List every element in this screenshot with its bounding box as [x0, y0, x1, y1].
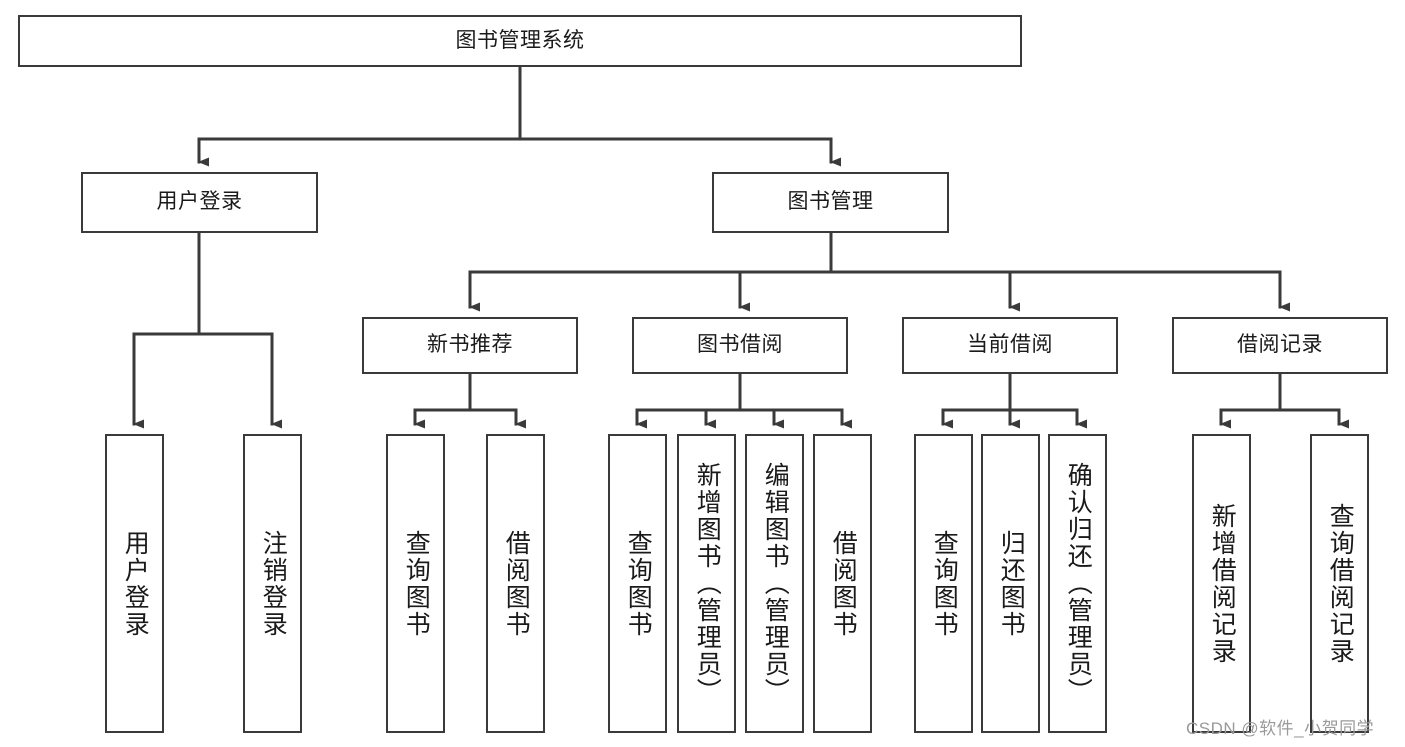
node-book-borrow[interactable]: 图书借阅: [632, 317, 848, 374]
leaf-query-book-recommend[interactable]: 查询图书: [386, 434, 445, 733]
leaf-logout-label: 注销登录: [259, 529, 288, 638]
leaf-query-book-recommend-label: 查询图书: [402, 529, 431, 638]
edge-group-current-borrow: [941, 372, 1087, 429]
leaf-add-borrow-record-label: 新增借阅记录: [1208, 502, 1237, 665]
node-current-borrow[interactable]: 当前借阅: [902, 317, 1118, 374]
leaf-user-login[interactable]: 用户登录: [105, 434, 164, 733]
leaf-logout[interactable]: 注销登录: [243, 434, 302, 733]
leaf-borrow-book-recommend-label: 借阅图书: [502, 529, 531, 638]
node-borrow-record[interactable]: 借阅记录: [1172, 317, 1388, 374]
leaf-confirm-return-admin-label: 确认归还（管理员）: [1064, 462, 1093, 705]
csdn-watermark: CSDN @软件_小贺同学: [1186, 719, 1375, 738]
edge-group-book-borrow: [635, 372, 852, 429]
node-book-borrow-label: 图书借阅: [697, 333, 783, 357]
node-new-book-recommend[interactable]: 新书推荐: [362, 317, 578, 374]
leaf-query-book-current[interactable]: 查询图书: [914, 434, 973, 733]
leaf-add-book-admin-label: 新增图书（管理员）: [693, 462, 722, 705]
edge-group-user-login: [132, 231, 282, 429]
edge-group-borrow-record: [1219, 372, 1349, 429]
leaf-user-login-label: 用户登录: [121, 529, 150, 638]
leaf-edit-book-admin[interactable]: 编辑图书（管理员）: [745, 434, 804, 733]
node-new-book-recommend-label: 新书推荐: [427, 333, 513, 357]
node-root-label: 图书管理系统: [455, 28, 585, 52]
node-user-login-label: 用户登录: [156, 190, 243, 214]
leaf-query-book-borrow-label: 查询图书: [624, 529, 653, 638]
leaf-add-book-admin[interactable]: 新增图书（管理员）: [677, 434, 736, 733]
node-root[interactable]: 图书管理系统: [18, 15, 1022, 67]
leaf-confirm-return-admin[interactable]: 确认归还（管理员）: [1048, 434, 1107, 733]
edge-group-new-book-rec: [413, 372, 526, 429]
leaf-query-book-borrow[interactable]: 查询图书: [608, 434, 667, 733]
leaf-borrow-book[interactable]: 借阅图书: [813, 434, 872, 733]
edge-group-book-manage: [468, 231, 1290, 312]
leaf-return-book-label: 归还图书: [997, 529, 1026, 638]
leaf-edit-book-admin-label: 编辑图书（管理员）: [761, 462, 790, 705]
node-book-manage[interactable]: 图书管理: [712, 172, 949, 233]
leaf-add-borrow-record[interactable]: 新增借阅记录: [1192, 434, 1251, 733]
leaf-return-book[interactable]: 归还图书: [981, 434, 1040, 733]
edge-group-root: [197, 65, 841, 167]
node-borrow-record-label: 借阅记录: [1237, 333, 1323, 357]
leaf-query-borrow-record[interactable]: 查询借阅记录: [1310, 434, 1369, 733]
leaf-query-borrow-record-label: 查询借阅记录: [1326, 502, 1355, 665]
node-current-borrow-label: 当前借阅: [967, 333, 1053, 357]
leaf-query-book-current-label: 查询图书: [930, 529, 959, 638]
node-user-login[interactable]: 用户登录: [81, 172, 318, 233]
leaf-borrow-book-recommend[interactable]: 借阅图书: [486, 434, 545, 733]
leaf-borrow-book-label: 借阅图书: [829, 529, 858, 638]
node-book-manage-label: 图书管理: [787, 190, 874, 214]
